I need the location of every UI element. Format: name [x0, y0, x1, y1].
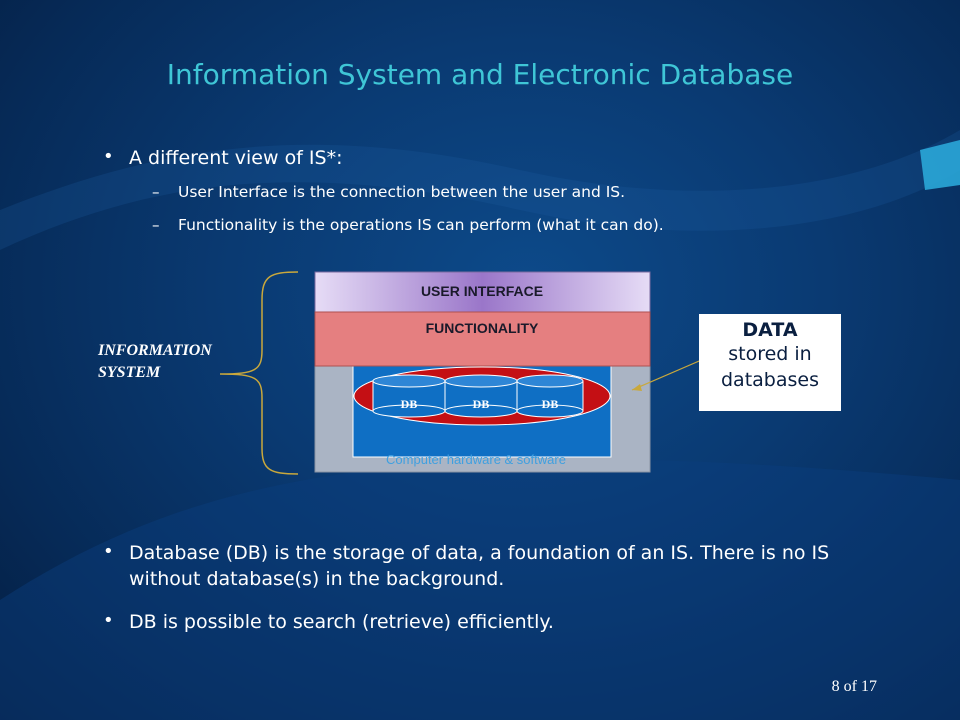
db-cylinder-2: DB — [444, 374, 518, 418]
brace-icon — [219, 271, 299, 475]
bullet-text: DB is possible to search (retrieve) effi… — [129, 611, 554, 633]
bullet-db-search: • DB is possible to search (retrieve) ef… — [103, 609, 554, 635]
bullet-dot-icon: • — [103, 610, 114, 631]
information-system-label: INFORMATION SYSTEM — [98, 340, 212, 384]
data-line1: stored in — [728, 343, 812, 365]
data-title: DATA — [742, 319, 798, 341]
sub-bullet-text: User Interface is the connection between… — [178, 183, 626, 201]
bullet-text: A different view of IS*: — [129, 147, 343, 169]
user-interface-bar — [314, 271, 651, 313]
functionality-label: FUNCTIONALITY — [426, 320, 539, 336]
sub-bullet-text: Functionality is the operations IS can p… — [178, 216, 664, 234]
bullet-text: Database (DB) is the storage of data, a … — [129, 542, 830, 590]
db-cylinder-3: DB — [516, 374, 584, 418]
bullet-dot-icon: • — [103, 541, 114, 562]
bullet-dot-icon: • — [103, 146, 114, 167]
slide-title: Information System and Electronic Databa… — [166, 58, 794, 91]
functionality-bar — [314, 311, 651, 367]
is-label-line2: SYSTEM — [98, 364, 161, 381]
sub-bullet-user-interface: – User Interface is the connection betwe… — [152, 181, 625, 203]
is-label-line1: INFORMATION — [98, 342, 212, 359]
data-callout: DATA stored in databases — [699, 314, 841, 411]
dash-icon: – — [152, 183, 160, 201]
page-number: 8 of 17 — [831, 678, 877, 695]
db-label: DB — [542, 397, 559, 411]
arrow-head-icon — [632, 384, 642, 391]
bullet-different-view: • A different view of IS*: — [103, 145, 342, 171]
db-label: DB — [401, 397, 418, 411]
bullet-database-definition: • Database (DB) is the storage of data, … — [103, 540, 903, 592]
user-interface-label: USER INTERFACE — [421, 283, 543, 299]
sub-bullet-functionality: – Functionality is the operations IS can… — [152, 214, 664, 236]
data-line2: databases — [721, 369, 819, 391]
db-cylinder-1: DB — [372, 374, 446, 418]
hardware-label: Computer hardware & software — [386, 452, 566, 467]
db-label: DB — [473, 397, 490, 411]
dash-icon: – — [152, 216, 160, 234]
